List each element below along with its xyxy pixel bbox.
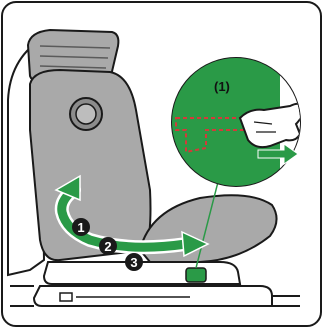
base-latch xyxy=(60,293,72,301)
step-badge-2: 2 xyxy=(99,237,117,255)
recline-knob-inner xyxy=(76,104,96,124)
step-number-1: 1 xyxy=(77,220,84,235)
callout-label: (1) xyxy=(214,79,230,94)
recline-handle xyxy=(186,268,206,282)
step-number-2: 2 xyxy=(104,239,111,254)
step-badge-3: 3 xyxy=(125,253,143,271)
step-number-3: 3 xyxy=(130,255,137,270)
step-badge-1: 1 xyxy=(72,218,90,236)
